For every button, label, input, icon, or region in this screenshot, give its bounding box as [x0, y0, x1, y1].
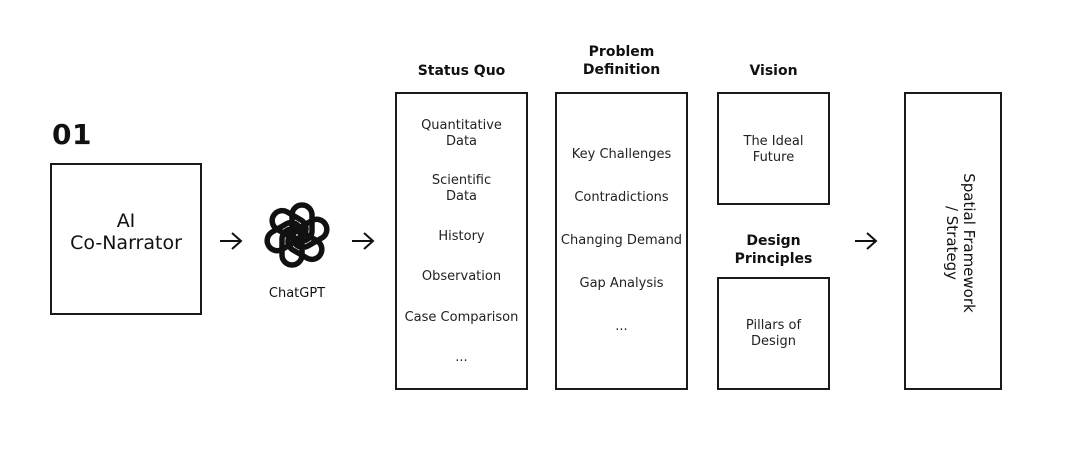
body-line: Pillars of [745, 318, 802, 333]
arrow-right-icon [855, 232, 878, 250]
design-principles-box: Pillars of Design [717, 277, 830, 390]
status-quo-box: Quantitative Data Scientific Data Histor… [395, 92, 528, 390]
openai-logo-icon [264, 202, 330, 268]
status-quo-item: Observation [421, 269, 502, 284]
arrow-right-icon [220, 232, 243, 250]
item-line: Quantitative [421, 118, 502, 133]
design-principles-title: Design Principles [717, 232, 830, 268]
vision-title: Vision [749, 63, 798, 79]
title-line: Definition [582, 62, 661, 78]
spatial-framework-box: Spatial Framework / Strategy [904, 92, 1002, 390]
status-quo-item: ... [455, 350, 468, 365]
vision-body: The Ideal Future [719, 134, 828, 166]
ai-label-line1: AI [116, 210, 136, 232]
status-quo-item: Quantitative Data [397, 118, 526, 150]
status-quo-item: Case Comparison [404, 310, 519, 325]
label-line: / Strategy [943, 205, 961, 281]
ai-co-narrator-box: AI Co-Narrator [50, 163, 202, 315]
problem-definition-item: Changing Demand [560, 233, 683, 248]
status-quo-title: Status Quo [417, 63, 506, 79]
chatgpt-caption: ChatGPT [268, 286, 326, 301]
problem-definition-box: Key Challenges Contradictions Changing D… [555, 92, 688, 390]
status-quo-item: History [438, 229, 485, 244]
problem-definition-item: ... [615, 319, 628, 334]
spatial-framework-label: Spatial Framework / Strategy [933, 103, 978, 383]
title-line: Principles [734, 251, 813, 267]
item-line: Scientific [431, 173, 492, 188]
ai-co-narrator-label: AI Co-Narrator [52, 210, 200, 254]
problem-definition-item: Gap Analysis [579, 276, 664, 291]
status-quo-item: Scientific Data [397, 173, 526, 205]
body-line: Design [751, 334, 796, 349]
title-line: Problem [588, 44, 655, 60]
arrow-right-icon [352, 232, 375, 250]
step-number: 01 [52, 118, 92, 151]
body-line: The Ideal [743, 134, 804, 149]
problem-definition-item: Contradictions [574, 190, 669, 205]
problem-definition-item: Key Challenges [571, 147, 672, 162]
item-line: Data [445, 134, 478, 149]
body-line: Future [752, 150, 795, 165]
vision-box: The Ideal Future [717, 92, 830, 205]
item-line: Data [445, 189, 478, 204]
design-principles-body: Pillars of Design [719, 318, 828, 350]
problem-definition-title: Problem Definition [555, 43, 688, 79]
title-line: Design [746, 233, 801, 249]
ai-label-line2: Co-Narrator [70, 232, 182, 254]
label-line: Spatial Framework [960, 173, 978, 313]
